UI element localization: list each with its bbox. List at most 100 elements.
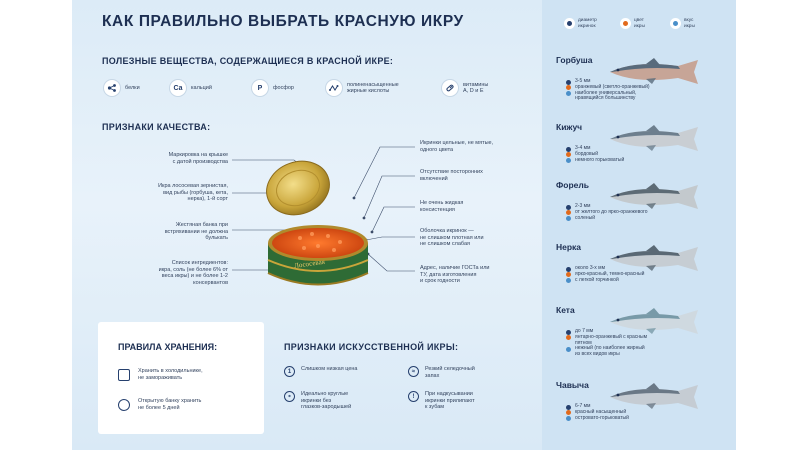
calcium-icon: Ca bbox=[170, 80, 186, 96]
fish-illustration bbox=[610, 308, 698, 334]
fake-heading: ПРИЗНАКИ ИСКУССТВЕННОЙ ИКРЫ: bbox=[284, 342, 459, 352]
fish-taste: островато-горьковатый bbox=[575, 414, 629, 421]
fish-taste: соленый bbox=[575, 214, 596, 221]
fish-color-row: красный насыщенный bbox=[566, 409, 726, 416]
storage-item: Хранить в холодильнике, не замораживать bbox=[118, 368, 203, 381]
vitamin-capsule-icon bbox=[442, 80, 458, 96]
quality-label: Адрес, наличие ГОСТа или ТУ, дата изгото… bbox=[420, 265, 490, 285]
diameter-icon bbox=[566, 266, 571, 272]
fish-color-row: янтарно-оранжевый с красным пятном bbox=[566, 334, 726, 347]
fish-color-row: оранжевый (светло-оранжевый) bbox=[566, 83, 726, 91]
color-icon bbox=[566, 335, 571, 341]
open-can-icon bbox=[118, 398, 130, 411]
quality-label: Жестяная банка при встряхивании не должн… bbox=[164, 222, 228, 242]
herring-smell-icon: ≈ bbox=[408, 366, 419, 377]
number-one-icon: 1 bbox=[284, 366, 295, 377]
fish-name: Чавыча bbox=[556, 380, 589, 390]
fish-color-row: ярко-красный, темно-красный bbox=[566, 271, 726, 278]
fish-diameter-row: до 7 мм bbox=[566, 328, 726, 335]
taste-icon bbox=[566, 278, 571, 284]
fish-illustration bbox=[610, 125, 698, 151]
legend-color: цвет икры bbox=[620, 18, 645, 29]
main-panel: КАК ПРАВИЛЬНО ВЫБРАТЬ КРАСНУЮ ИКРУ ПОЛЕЗ… bbox=[72, 0, 542, 450]
phosphorus-icon: P bbox=[252, 80, 268, 96]
nutrient-item-fatty-acids: полиненасыщенные жирные кислоты bbox=[326, 80, 399, 96]
fish-diameter: до 7 мм bbox=[575, 328, 594, 334]
taste-icon bbox=[566, 91, 571, 97]
fish-diameter-row: около 3-х мм bbox=[566, 265, 726, 272]
warning-icon: ! bbox=[408, 391, 419, 402]
fish-taste-row: немного горьковатый bbox=[566, 156, 726, 164]
fish-diameter: 2-3 мм bbox=[575, 203, 591, 209]
fish-diameter: 3-4 мм bbox=[575, 145, 591, 151]
quality-heading: ПРИЗНАКИ КАЧЕСТВА: bbox=[102, 122, 211, 132]
fake-text: Слишком низкая цена bbox=[301, 366, 358, 372]
infographic-poster: КАК ПРАВИЛЬНО ВЫБРАТЬ КРАСНУЮ ИКРУ ПОЛЕЗ… bbox=[72, 0, 736, 450]
storage-heading: ПРАВИЛА ХРАНЕНИЯ: bbox=[118, 342, 218, 352]
nutrient-item-phosphorus: P фосфор bbox=[252, 80, 294, 96]
legend-taste: вкус икры bbox=[670, 18, 695, 29]
fish-sidebar: диаметр икринок цвет икры вкус икры Горб… bbox=[542, 0, 736, 450]
fish-color: бордовый bbox=[575, 150, 599, 157]
fish-diameter-row: 3-4 мм bbox=[566, 145, 726, 152]
storage-text: Открытую банку хранить не более 5 дней bbox=[138, 398, 202, 411]
page-title: КАК ПРАВИЛЬНО ВЫБРАТЬ КРАСНУЮ ИКРУ bbox=[102, 13, 464, 30]
nutrient-item-calcium: Ca кальций bbox=[170, 80, 212, 96]
fish-taste-row: островато-горьковатый bbox=[566, 414, 726, 422]
fish-diameter: 3-5 мм bbox=[575, 78, 591, 84]
color-icon bbox=[566, 272, 571, 278]
diameter-icon bbox=[566, 79, 571, 85]
nutrient-item-protein: белки bbox=[104, 80, 140, 96]
fridge-icon bbox=[118, 368, 130, 381]
roe-grains-icon: ∘ bbox=[284, 391, 295, 402]
color-icon bbox=[566, 210, 571, 216]
fish-name: Кижуч bbox=[556, 122, 583, 132]
fish-name: Нерка bbox=[556, 242, 582, 252]
fish-name: Форель bbox=[556, 180, 589, 190]
quality-label: Маркировка на крышке с датой производств… bbox=[168, 152, 228, 165]
fish-illustration bbox=[610, 183, 698, 209]
quality-label: Отсутствие посторонних включений bbox=[420, 169, 483, 182]
fish-diameter: около 3-х мм bbox=[575, 265, 606, 271]
diameter-icon bbox=[566, 204, 571, 210]
nutrient-label: белки bbox=[125, 84, 140, 91]
fatty-acids-icon bbox=[326, 80, 342, 96]
quality-label: Икринки цельные, не мятые, одного цвета bbox=[420, 140, 494, 153]
fish-taste-row: соленый bbox=[566, 214, 726, 222]
diameter-icon bbox=[564, 18, 575, 29]
fish-name: Кета bbox=[556, 305, 575, 315]
fake-item: ! При надкусывании икринки прилипают к з… bbox=[408, 391, 475, 411]
fake-item: ≈ Резкий селедочный запах bbox=[408, 366, 475, 379]
fake-item: 1 Слишком низкая цена bbox=[284, 366, 357, 377]
fish-diameter-row: 2-3 мм bbox=[566, 203, 726, 210]
fish-color: оранжевый (светло-оранжевый) bbox=[575, 83, 650, 90]
taste-icon bbox=[566, 158, 571, 164]
color-icon bbox=[566, 410, 571, 416]
molecule-icon bbox=[104, 80, 120, 96]
color-icon bbox=[566, 85, 571, 91]
fish-taste: наиболее универсальный, нравящийся больш… bbox=[575, 89, 637, 102]
fake-item: ∘ Идеально круглые икринки без глазков-з… bbox=[284, 391, 351, 411]
nutrients-heading: ПОЛЕЗНЫЕ ВЕЩЕСТВА, СОДЕРЖАЩИЕСЯ В КРАСНО… bbox=[102, 56, 394, 66]
fish-illustration bbox=[610, 58, 698, 84]
fish-taste: немного горьковатый bbox=[575, 156, 625, 163]
fish-color-row: бордовый bbox=[566, 150, 726, 158]
nutrient-label: кальций bbox=[191, 84, 212, 91]
fish-diameter-row: 6-7 мм bbox=[566, 403, 726, 410]
quality-label: Оболочка икринок — не слишком плотная ил… bbox=[420, 228, 484, 248]
fish-color-row: от желтого до ярко-оранжевого bbox=[566, 209, 726, 216]
storage-card: ПРАВИЛА ХРАНЕНИЯ: Хранить в холодильнике… bbox=[98, 322, 264, 434]
taste-icon bbox=[670, 18, 681, 29]
taste-icon bbox=[566, 416, 571, 422]
fish-illustration bbox=[610, 245, 698, 271]
fish-illustration bbox=[610, 383, 698, 409]
quality-label: Икра лососевая зернистая, вид рыбы (горб… bbox=[158, 183, 228, 203]
fish-name: Горбуша bbox=[556, 55, 593, 65]
storage-text: Хранить в холодильнике, не замораживать bbox=[138, 368, 203, 381]
quality-label: Не очень жидкая консистенция bbox=[420, 200, 464, 213]
fake-text: Идеально круглые икринки без глазков-зар… bbox=[301, 391, 352, 411]
fish-diameter: 6-7 мм bbox=[575, 403, 591, 409]
